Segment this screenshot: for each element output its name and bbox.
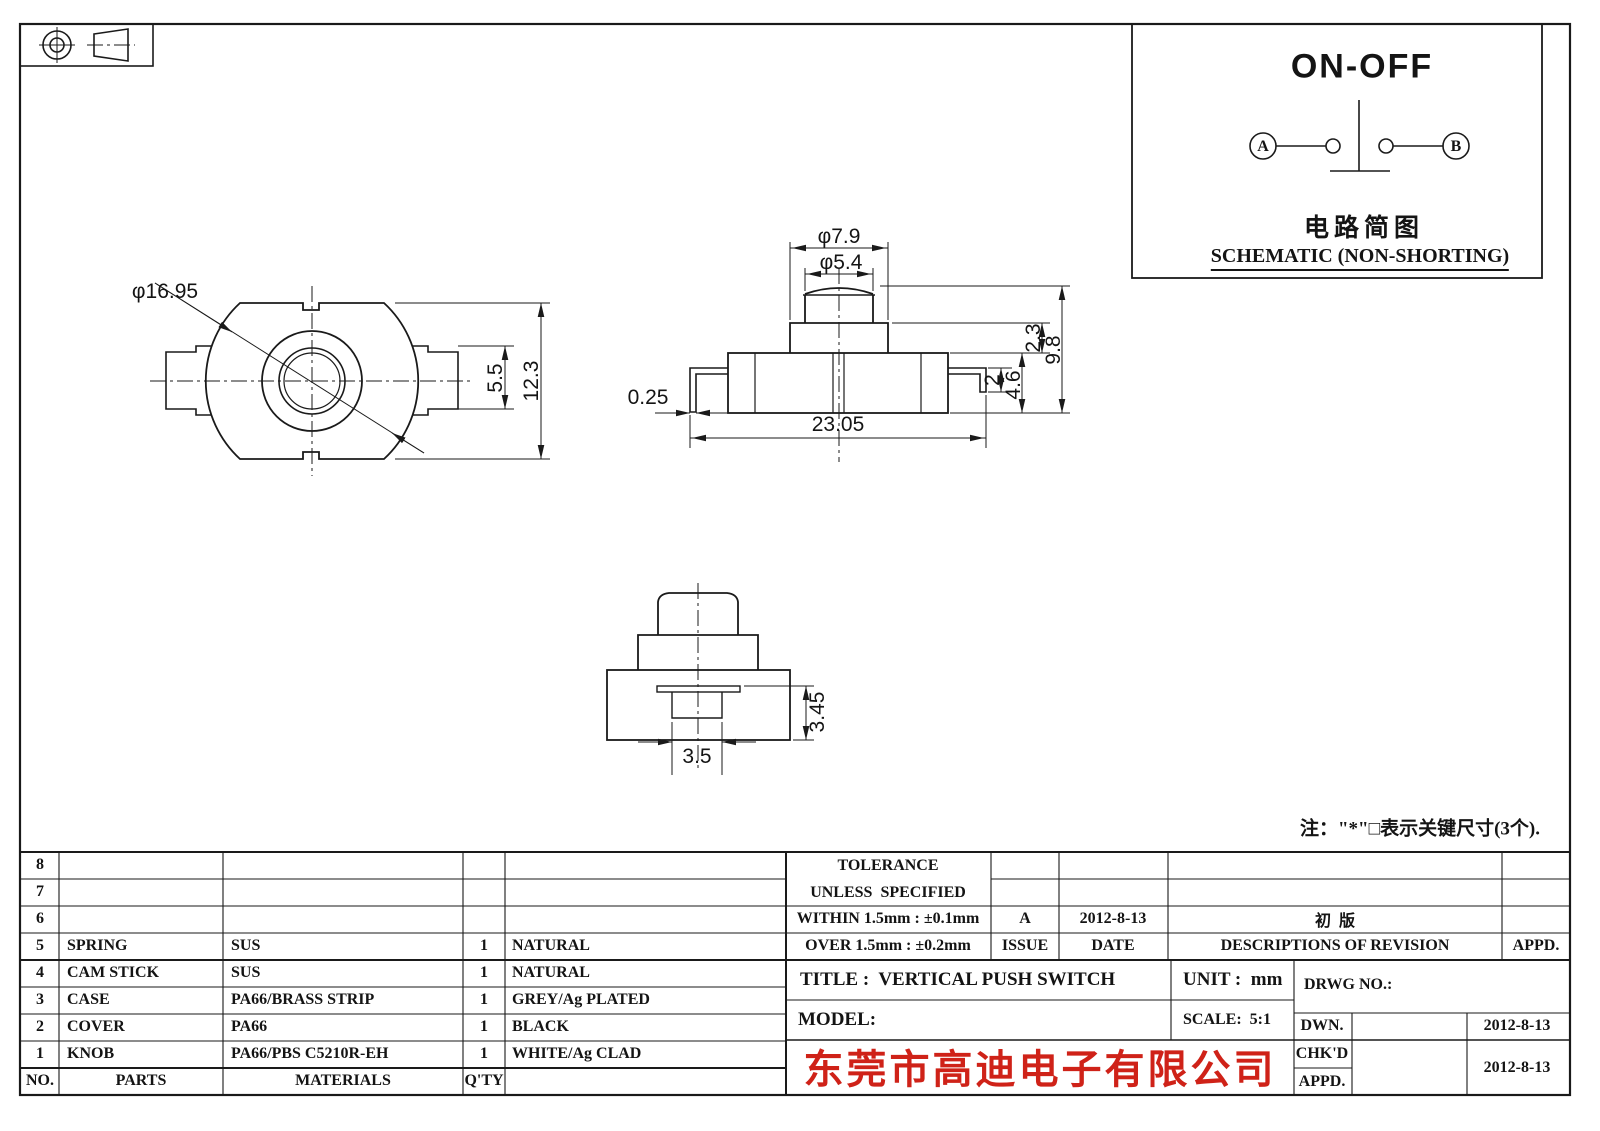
model-label: MODEL: — [798, 1009, 877, 1030]
side-view-dim-lines — [638, 685, 814, 775]
schematic-caption-en: SCHEMATIC (NON-SHORTING) — [1210, 245, 1510, 271]
dim-front-total-height: 9.8 — [1042, 335, 1065, 365]
parts-row-no: 8 — [36, 856, 44, 873]
parts-header-no: NO. — [26, 1072, 54, 1089]
chkd-date: 2012-8-13 — [1483, 1059, 1551, 1076]
dim-top-diameter: φ16.95 — [131, 280, 199, 303]
tolerance-heading: TOLERANCE — [837, 857, 939, 874]
schematic-circuit — [1249, 100, 1470, 172]
parts-row-no: 3 — [36, 991, 44, 1008]
dim-top-height: 12.3 — [520, 360, 543, 402]
dim-front-total-width: 23.05 — [811, 413, 865, 436]
parts-row-name: COVER — [67, 1018, 125, 1035]
parts-row-material: PA66/PBS C5210R-EH — [231, 1045, 389, 1062]
tolerance-subheading: UNLESS SPECIFIED — [810, 884, 966, 901]
header-issue: ISSUE — [1001, 937, 1049, 954]
header-descriptions: DESCRIPTIONS OF REVISION — [1220, 937, 1450, 954]
appd-label: APPD. — [1298, 1073, 1346, 1090]
parts-row-no: 4 — [36, 964, 44, 981]
parts-header-qty: Q'TY — [464, 1072, 504, 1089]
terminal-b-label: B — [1450, 138, 1462, 155]
parts-row-material: PA66/BRASS STRIP — [231, 991, 375, 1008]
drawing-number-label: DRWG NO.: — [1304, 976, 1393, 993]
parts-row-name: SPRING — [67, 937, 128, 954]
revision-issue: A — [1019, 910, 1031, 927]
parts-row-qty: 1 — [480, 1018, 488, 1035]
first-angle-projection-icon — [19, 23, 154, 67]
top-view-dim-lines — [154, 282, 550, 460]
parts-row-finish: BLACK — [512, 1018, 569, 1035]
parts-row-no: 6 — [36, 910, 44, 927]
tolerance-over: OVER 1.5mm : ±0.2mm — [805, 937, 971, 954]
dwn-date: 2012-8-13 — [1483, 1017, 1551, 1034]
parts-row-material: SUS — [231, 937, 261, 954]
schematic-caption-cn: 电路简图 — [1303, 214, 1425, 242]
dim-front-body-height: 4.6 — [1002, 370, 1025, 400]
parts-row-material: SUS — [231, 964, 261, 981]
schematic-box — [1131, 23, 1543, 279]
drawing-title: TITLE : VERTICAL PUSH SWITCH — [800, 969, 1116, 990]
parts-row-no: 7 — [36, 883, 44, 900]
parts-header-materials: MATERIALS — [295, 1072, 391, 1089]
parts-row-finish: NATURAL — [512, 964, 590, 981]
dim-side-tab-depth: 3.45 — [806, 691, 829, 733]
front-view-dim-lines — [655, 242, 1070, 448]
parts-row-no: 5 — [36, 937, 44, 954]
dim-top-tab-height: 5.5 — [484, 363, 507, 393]
header-appd: APPD. — [1512, 937, 1560, 954]
sheet-border — [18, 22, 1572, 1097]
scale-label: SCALE: 5:1 — [1183, 1011, 1272, 1028]
top-view — [150, 282, 550, 476]
side-view — [606, 583, 814, 775]
front-view — [655, 242, 1070, 462]
parts-row-qty: 1 — [480, 991, 488, 1008]
drawing-unit: UNIT : mm — [1183, 969, 1283, 990]
parts-row-qty: 1 — [480, 937, 488, 954]
parts-row-qty: 1 — [480, 964, 488, 981]
revision-date: 2012-8-13 — [1079, 910, 1147, 927]
parts-row-name: KNOB — [67, 1045, 115, 1062]
header-date: DATE — [1091, 937, 1135, 954]
parts-row-material: PA66 — [231, 1018, 268, 1035]
parts-row-finish: NATURAL — [512, 937, 590, 954]
parts-row-qty: 1 — [480, 1045, 488, 1062]
dim-front-pin-thickness: 0.25 — [627, 386, 669, 409]
terminal-a-label: A — [1257, 138, 1269, 155]
schematic-title: ON-OFF — [1290, 47, 1434, 86]
parts-row-finish: GREY/Ag PLATED — [512, 991, 650, 1008]
dim-front-button-dia: φ5.4 — [819, 251, 863, 274]
key-dimension-note: 注："*"□表示关键尺寸(3个). — [1300, 818, 1540, 840]
dwn-label: DWN. — [1300, 1017, 1344, 1034]
company-name: 东莞市高迪电子有限公司 — [803, 1048, 1277, 1092]
parts-row-name: CASE — [67, 991, 110, 1008]
parts-row-finish: WHITE/Ag CLAD — [512, 1045, 642, 1062]
parts-row-no: 2 — [36, 1018, 44, 1035]
chkd-label: CHK'D — [1295, 1045, 1349, 1062]
revision-description: 初 版 — [1314, 913, 1356, 930]
parts-row-name: CAM STICK — [67, 964, 160, 981]
dim-side-tab-width: 3.5 — [682, 745, 712, 768]
dim-front-collar-dia: φ7.9 — [817, 225, 861, 248]
tolerance-within: WITHIN 1.5mm : ±0.1mm — [796, 910, 980, 927]
parts-header-parts: PARTS — [115, 1072, 167, 1089]
table-grid — [20, 851, 1570, 1095]
parts-row-no: 1 — [36, 1045, 44, 1062]
